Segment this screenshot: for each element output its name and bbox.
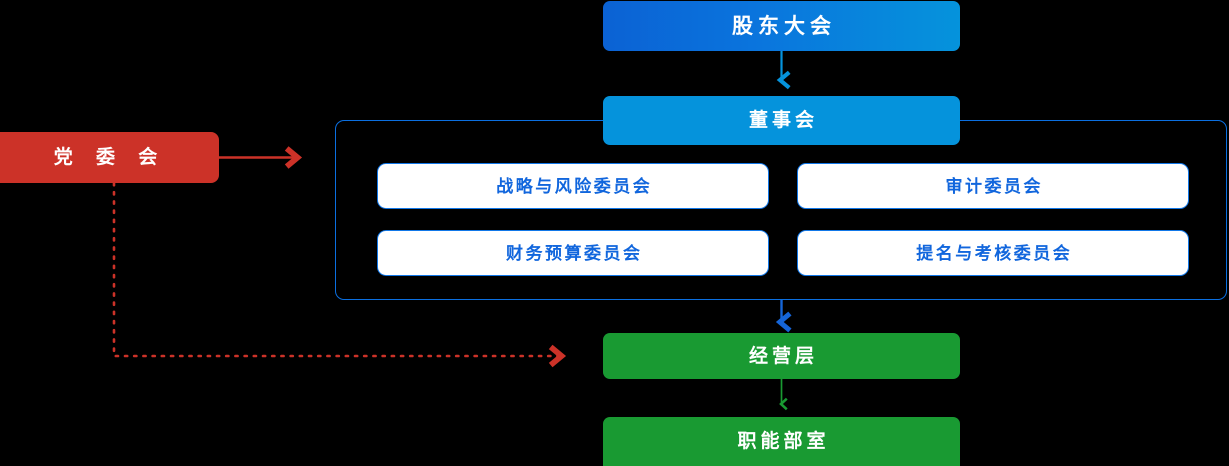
committee-card-strategy-risk-label: 战略与风险委员会 <box>496 176 653 196</box>
node-board-of-directors[interactable]: 董事会 <box>603 96 960 145</box>
committee-card-finance-budget[interactable]: 财务预算委员会 <box>377 230 769 276</box>
node-management-level-label: 经营层 <box>748 345 818 367</box>
node-management-level[interactable]: 经营层 <box>603 333 960 379</box>
node-party-committee[interactable]: 党 委 会 <box>0 132 219 183</box>
node-functional-departments-label: 职能部室 <box>737 431 830 452</box>
node-functional-departments[interactable]: 职能部室 <box>603 417 960 466</box>
committee-card-audit[interactable]: 审计委员会 <box>797 163 1189 209</box>
node-board-of-directors-label: 董事会 <box>748 110 818 131</box>
committee-card-nomination-assessment[interactable]: 提名与考核委员会 <box>797 230 1189 276</box>
committee-card-strategy-risk[interactable]: 战略与风险委员会 <box>377 163 769 209</box>
committee-card-finance-budget-label: 财务预算委员会 <box>506 243 643 263</box>
node-party-committee-label: 党 委 会 <box>53 147 167 168</box>
node-shareholders-meeting[interactable]: 股东大会 <box>603 1 960 51</box>
committee-card-nomination-assessment-label: 提名与考核委员会 <box>916 243 1073 263</box>
node-shareholders-meeting-label: 股东大会 <box>732 14 836 38</box>
committee-card-audit-label: 审计委员会 <box>945 176 1043 196</box>
